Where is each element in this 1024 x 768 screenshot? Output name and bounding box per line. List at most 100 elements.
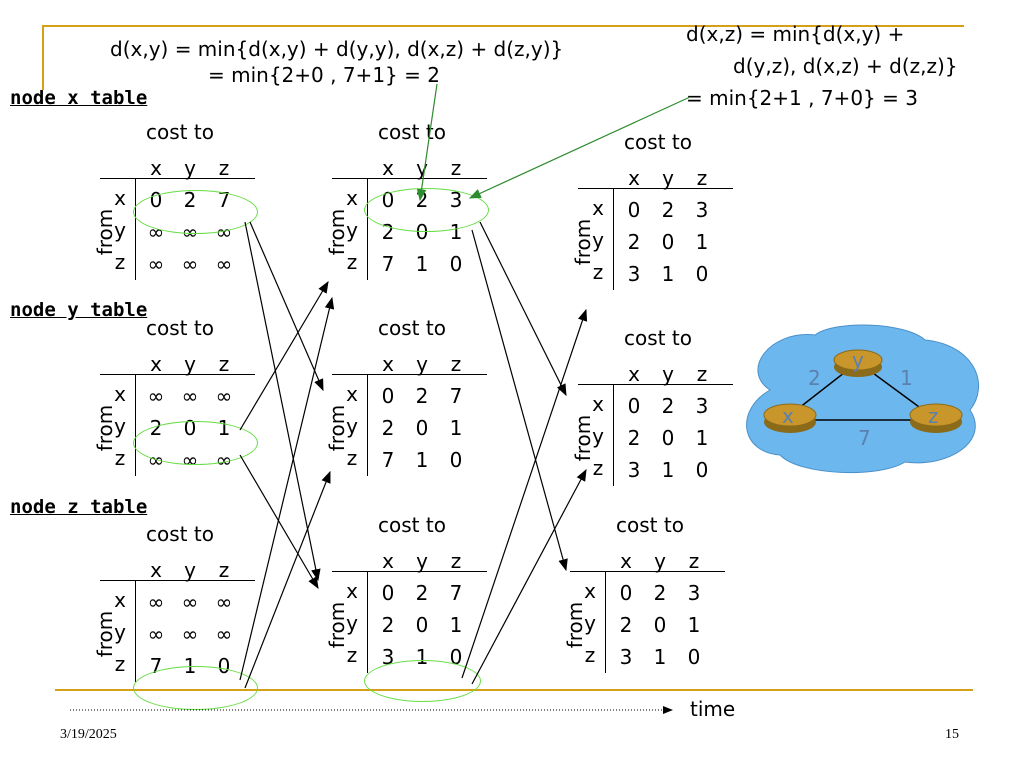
node-x-title: node x table [10, 87, 148, 109]
row-label: z [114, 250, 126, 274]
row-label: y [592, 228, 604, 252]
table-divider-horizontal [578, 384, 733, 385]
column-header: z [696, 166, 708, 190]
table-cell: 3 [619, 645, 633, 669]
column-header: x [382, 352, 394, 376]
time-label: time [690, 697, 736, 721]
table-cell: 0 [381, 581, 395, 605]
row-label: y [346, 414, 358, 438]
table-cell: 0 [695, 458, 709, 482]
formula-y-line1: d(x,y) = min{d(x,y) + d(y,y), d(x,z) + d… [110, 37, 564, 61]
table-cell: 1 [415, 448, 429, 472]
table-cell: 1 [653, 645, 667, 669]
table-cell: 2 [381, 416, 395, 440]
column-header: z [696, 362, 708, 386]
table-cell: 1 [687, 613, 701, 637]
row-label: x [346, 579, 358, 603]
table-cell: ∞ [147, 590, 165, 614]
row-label: y [346, 611, 358, 635]
edge-x-y [789, 361, 859, 416]
table-divider-vertical [613, 188, 614, 290]
table-cell: ∞ [147, 384, 165, 408]
table-cell: 0 [449, 252, 463, 276]
row-label: z [346, 250, 358, 274]
highlight-z1-row [133, 666, 258, 710]
node-label-y: y [852, 348, 864, 372]
table-cell: 7 [449, 384, 463, 408]
table-divider-horizontal [100, 374, 255, 375]
table-cell: ∞ [147, 622, 165, 646]
bottom-rule [55, 689, 973, 691]
table-cell: 3 [687, 581, 701, 605]
row-label: z [114, 446, 126, 470]
table-cell: ∞ [181, 590, 199, 614]
table-cell: 7 [449, 581, 463, 605]
row-label: z [114, 652, 126, 676]
row-label: x [346, 382, 358, 406]
table-cell: 1 [415, 252, 429, 276]
table-cell: 0 [661, 230, 675, 254]
table-cell: 2 [661, 198, 675, 222]
row-label: z [592, 456, 604, 480]
table-divider-vertical [613, 384, 614, 486]
table-cell: 1 [449, 613, 463, 637]
column-header: x [150, 352, 162, 376]
table-cell: ∞ [215, 622, 233, 646]
column-header: y [662, 362, 674, 386]
left-rule [42, 25, 44, 90]
column-header: z [450, 549, 462, 573]
highlight-z2-row [364, 660, 481, 702]
row-label: x [346, 186, 358, 210]
cost-to-label: cost to [624, 326, 692, 350]
table-divider-vertical [367, 374, 368, 476]
column-header: y [654, 549, 666, 573]
row-label: x [584, 579, 596, 603]
table-divider-horizontal [578, 188, 733, 189]
highlight-x2-row [364, 188, 489, 232]
edge-cost-x-z: 7 [858, 426, 871, 450]
table-divider-horizontal [332, 178, 487, 179]
table-cell: 2 [619, 613, 633, 637]
row-label: x [592, 392, 604, 416]
table-cell: 7 [381, 252, 395, 276]
table-cell: 1 [695, 230, 709, 254]
cost-to-label: cost to [378, 120, 446, 144]
row-label: y [346, 218, 358, 242]
table-cell: 0 [415, 613, 429, 637]
table-cell: 3 [627, 458, 641, 482]
column-header: y [662, 166, 674, 190]
row-label: z [346, 643, 358, 667]
column-header: z [450, 352, 462, 376]
table-cell: ∞ [215, 590, 233, 614]
highlight-x1-row [133, 190, 258, 234]
top-rule [42, 25, 964, 27]
formula-z-line2: d(y,z), d(x,z) + d(z,z)} [733, 54, 958, 78]
table-cell: 2 [653, 581, 667, 605]
row-label: z [584, 643, 596, 667]
row-label: x [114, 186, 126, 210]
table-divider-horizontal [570, 571, 725, 572]
cost-to-label: cost to [146, 316, 214, 340]
table-cell: 1 [449, 416, 463, 440]
row-label: y [114, 414, 126, 438]
table-cell: 0 [415, 416, 429, 440]
row-label: z [346, 446, 358, 470]
table-cell: 0 [653, 613, 667, 637]
column-header: x [628, 166, 640, 190]
table-divider-vertical [135, 178, 136, 280]
table-cell: 7 [381, 448, 395, 472]
table-cell: 2 [381, 613, 395, 637]
table-cell: ∞ [147, 252, 165, 276]
table-cell: 1 [661, 262, 675, 286]
column-header: y [416, 352, 428, 376]
row-label: z [592, 260, 604, 284]
table-cell: ∞ [181, 384, 199, 408]
table-cell: ∞ [181, 252, 199, 276]
node-y-title: node y table [10, 299, 148, 321]
row-label: x [592, 196, 604, 220]
table-cell: ∞ [215, 252, 233, 276]
column-header: x [620, 549, 632, 573]
table-cell: 0 [627, 394, 641, 418]
